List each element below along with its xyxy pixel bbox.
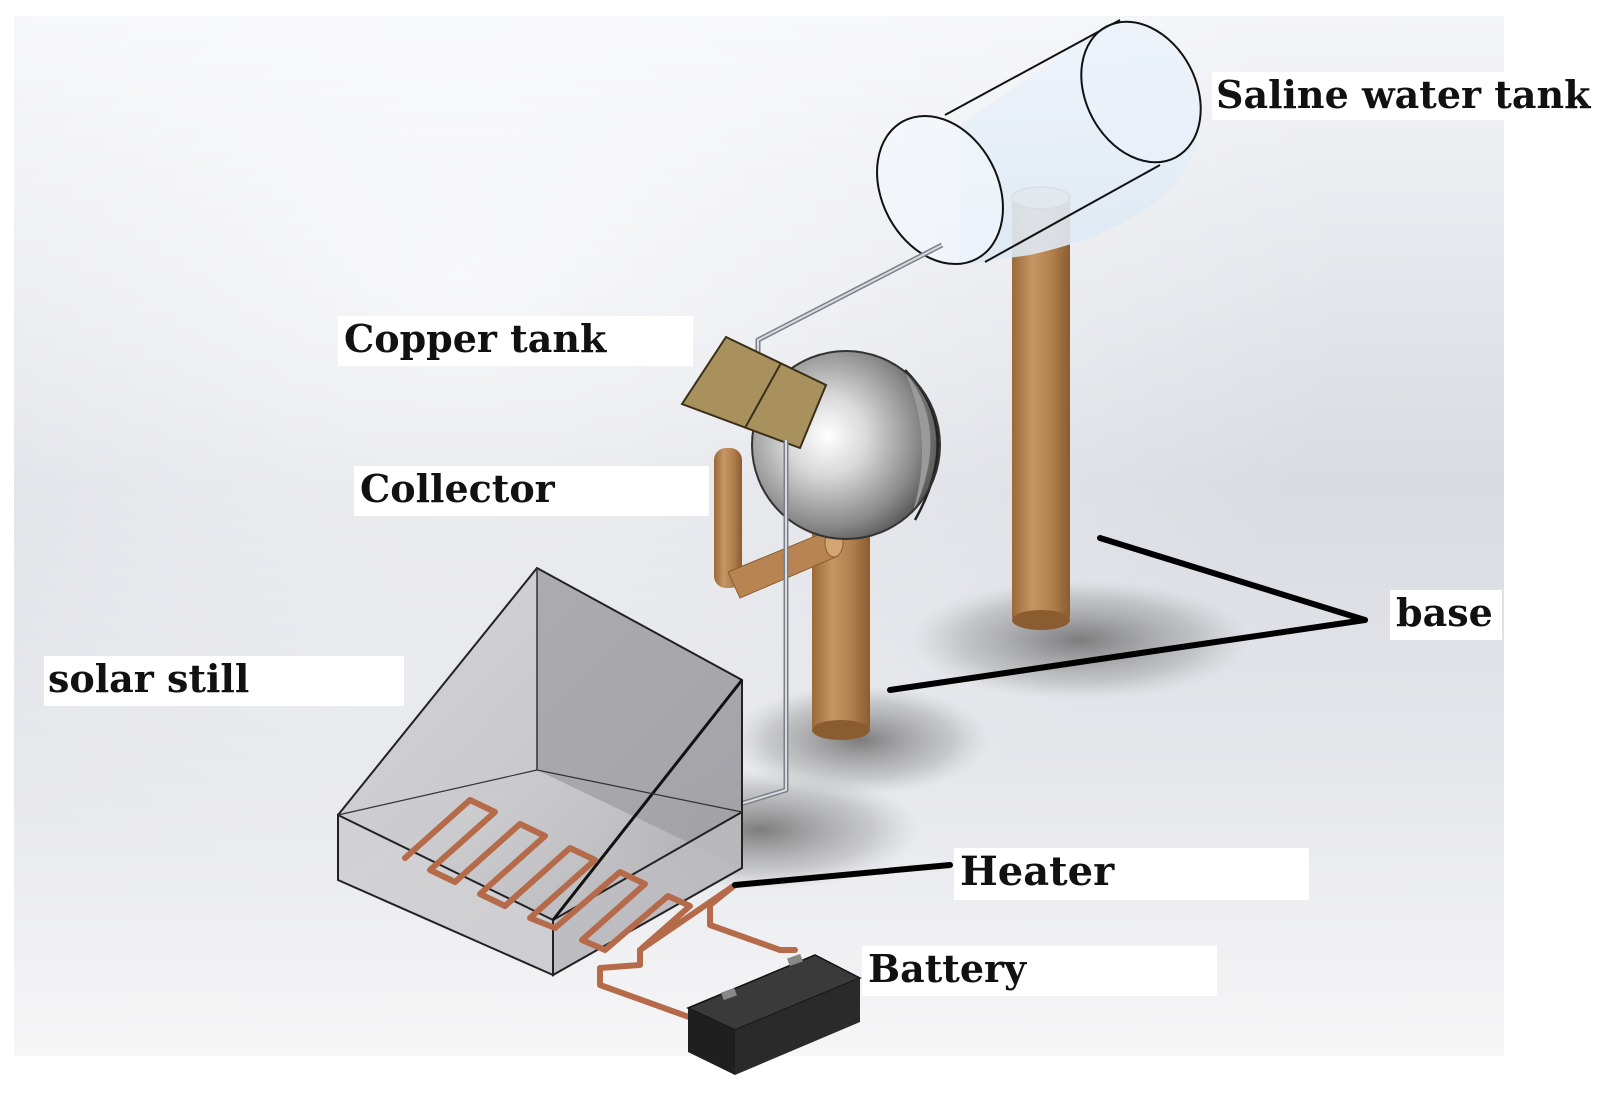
label-base: base bbox=[1390, 590, 1502, 640]
collector-base bbox=[812, 530, 870, 740]
saline-water-tank bbox=[876, 19, 1202, 266]
background-highlight bbox=[14, 16, 1504, 1056]
label-battery: Battery bbox=[862, 946, 1217, 996]
collector-base-shadow bbox=[730, 685, 990, 795]
label-heater: Heater bbox=[954, 848, 1309, 900]
copper-pipe-frame bbox=[714, 448, 844, 599]
leader-lines bbox=[732, 535, 1368, 888]
copper-tank bbox=[680, 335, 828, 450]
heater-leader bbox=[732, 862, 953, 888]
tank-base-shadow bbox=[910, 580, 1250, 700]
label-copper-tank: Copper tank bbox=[338, 316, 693, 366]
battery bbox=[686, 953, 862, 1075]
heater-coil bbox=[402, 797, 798, 1033]
base-leader-2 bbox=[887, 617, 1368, 693]
base-leader-1 bbox=[1097, 535, 1368, 623]
label-saline-water-tank: Saline water tank bbox=[1212, 72, 1597, 120]
label-collector: Collector bbox=[354, 466, 709, 516]
label-solar-still: solar still bbox=[44, 656, 404, 706]
